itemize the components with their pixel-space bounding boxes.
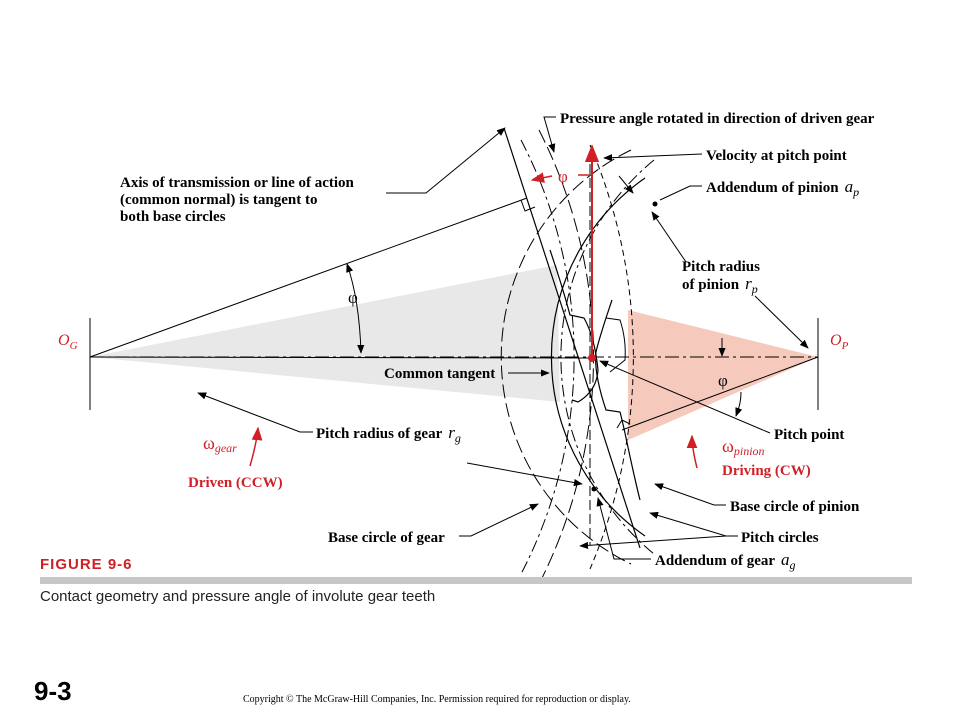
leader-pitch-radius-pinion xyxy=(754,295,809,349)
leader-addendum-gear xyxy=(596,497,651,560)
leader-axis-transmission xyxy=(386,127,506,194)
label-pitch-radius-pinion-1: Pitch radius xyxy=(682,259,760,275)
label-driving: Driving (CW) xyxy=(722,463,811,479)
label-common-tangent: Common tangent xyxy=(384,366,495,382)
leader-velocity-second xyxy=(618,175,634,194)
leader-pitch-circles-a xyxy=(649,511,738,537)
leader-velocity xyxy=(603,153,703,162)
label-pressure-angle-rotated: Pressure angle rotated in direction of d… xyxy=(560,111,875,127)
label-omega-pinion: ωpinion xyxy=(722,436,765,458)
label-axis-line2: (common normal) is tangent to xyxy=(120,192,317,208)
pitch-point-dot xyxy=(588,354,596,362)
right-angle-gear xyxy=(520,199,536,212)
gear-shaded-sector xyxy=(90,265,560,402)
label-axis-line1: Axis of transmission or line of action xyxy=(120,175,355,191)
label-phi-red: φ xyxy=(558,167,568,186)
pinion-phi-arc-lower xyxy=(735,391,743,417)
pinion-addendum-dot xyxy=(652,201,658,207)
label-omega-gear: ωgear xyxy=(203,433,237,455)
label-phi-gear: φ xyxy=(348,288,358,307)
leader-pitch-circle-gear xyxy=(466,462,583,487)
line-of-action xyxy=(503,127,641,549)
leader-addendum-pinion xyxy=(659,185,702,201)
pinion-base-circle xyxy=(560,159,655,555)
gear-base-circle xyxy=(520,139,575,575)
figure-caption: Contact geometry and pressure angle of i… xyxy=(40,588,436,605)
leader-addendum-pinion-arrow xyxy=(651,211,687,263)
gear-base-radius-line xyxy=(89,197,528,358)
copyright-notice: Copyright © The McGraw-Hill Companies, I… xyxy=(243,694,631,705)
leader-pitch-radius-gear xyxy=(197,392,313,433)
label-base-circle-pinion: Base circle of pinion xyxy=(730,499,860,515)
slide-number: 9-3 xyxy=(34,676,72,706)
label-phi-pinion: φ xyxy=(718,371,728,390)
leader-pitch-circles-b xyxy=(579,535,727,550)
label-velocity-pitch-point: Velocity at pitch point xyxy=(706,148,847,164)
label-driven: Driven (CCW) xyxy=(188,475,283,491)
gear-addendum-dot xyxy=(591,486,597,492)
pinion-shaded-sector xyxy=(628,310,818,440)
omega-pinion-arrow xyxy=(686,434,698,469)
pinion-pitch-circle xyxy=(500,149,632,565)
pinion-tooth-profile xyxy=(595,299,641,501)
caption-divider xyxy=(40,577,912,584)
pinion-addendum-circle xyxy=(550,177,646,537)
label-op: OP xyxy=(830,332,849,352)
label-base-circle-gear: Base circle of gear xyxy=(328,530,445,546)
pressure-angle-red-arrow xyxy=(530,172,553,183)
leader-pitch-point xyxy=(599,360,771,434)
figure-number: FIGURE 9-6 xyxy=(40,556,133,573)
leader-pressure-angle xyxy=(543,116,556,153)
gear-addendum-circle xyxy=(589,144,634,570)
label-pitch-point: Pitch point xyxy=(774,427,844,443)
leader-base-circle-gear xyxy=(459,503,539,537)
pinion-base-radius-line xyxy=(621,356,819,431)
label-axis-line3: both base circles xyxy=(120,209,226,225)
pinion-tooth-face xyxy=(605,317,626,373)
gear-phi-arc xyxy=(346,263,365,354)
leader-base-circle-pinion xyxy=(654,483,726,506)
omega-gear-arrow xyxy=(249,426,263,467)
gear-pitch-radius-line xyxy=(89,356,591,359)
label-og: OG xyxy=(58,332,78,352)
label-pitch-circles: Pitch circles xyxy=(741,530,819,546)
